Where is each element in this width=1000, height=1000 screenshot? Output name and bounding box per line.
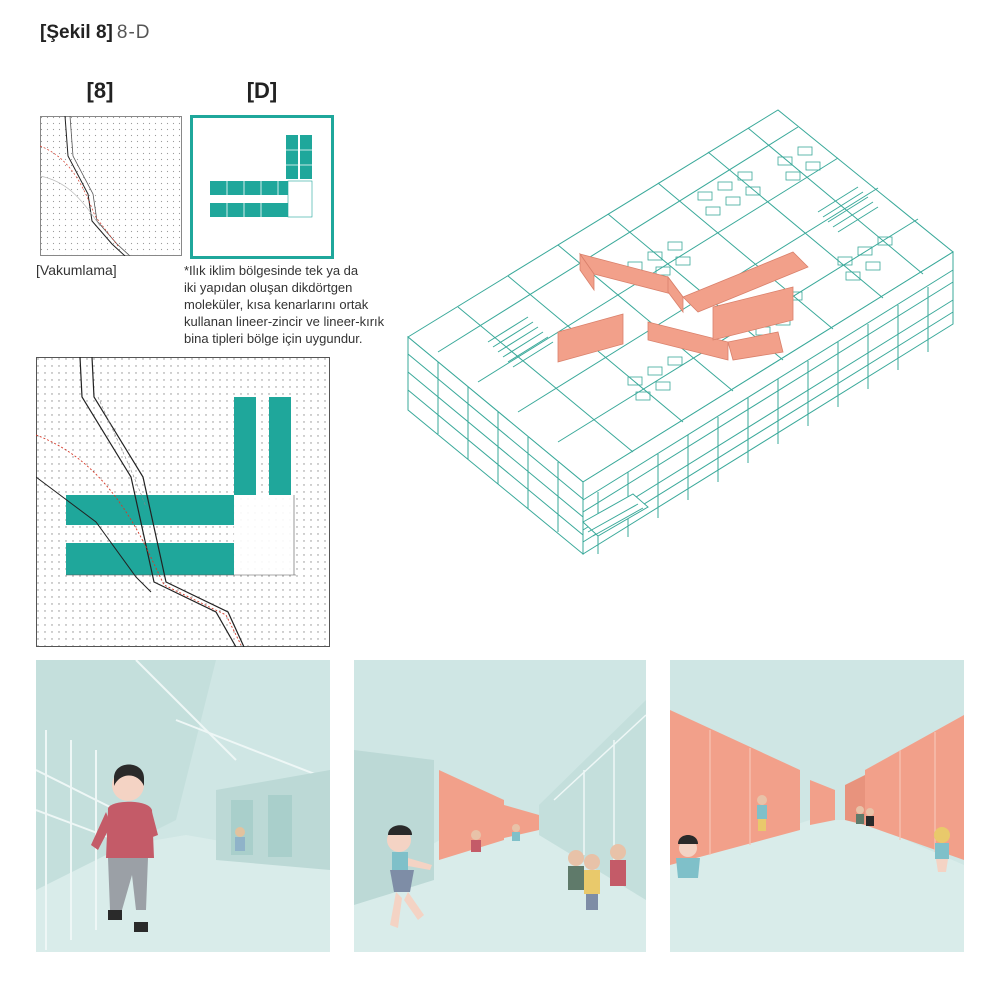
description-line: *Ilık iklim bölgesinde tek ya da [184, 263, 359, 278]
description-line: kullanan lineer-zincir ve lineer-kırık [184, 314, 385, 329]
vacuum-caption: [Vakumlama] [36, 262, 117, 278]
vacuum-map-large [36, 357, 330, 647]
illustration-scene-stairs [36, 660, 330, 952]
figure-label: [Şekil 8] [40, 22, 113, 43]
description-line: bina tipleri bölge için uygundur. [184, 331, 363, 346]
illustration-scene-corridor [354, 660, 646, 952]
figure-code: 8-D [116, 22, 151, 43]
description-line: iki yapıdan oluşan dikdörtgen [184, 280, 353, 295]
building-plan-small [190, 115, 334, 259]
description-line: moleküler, kısa kenarlarını ortak [184, 297, 369, 312]
panel-d-label: [D] [246, 78, 278, 103]
vacuum-map-small [40, 116, 182, 256]
description-text: *Ilık iklim bölgesinde tek ya da iki yap… [184, 262, 404, 347]
illustration-scene-pink-corridor [670, 660, 964, 952]
axonometric-building [407, 109, 954, 556]
panel-8-label: [8] [86, 78, 114, 103]
figure-title: [Şekil 8]8-D [40, 22, 151, 44]
